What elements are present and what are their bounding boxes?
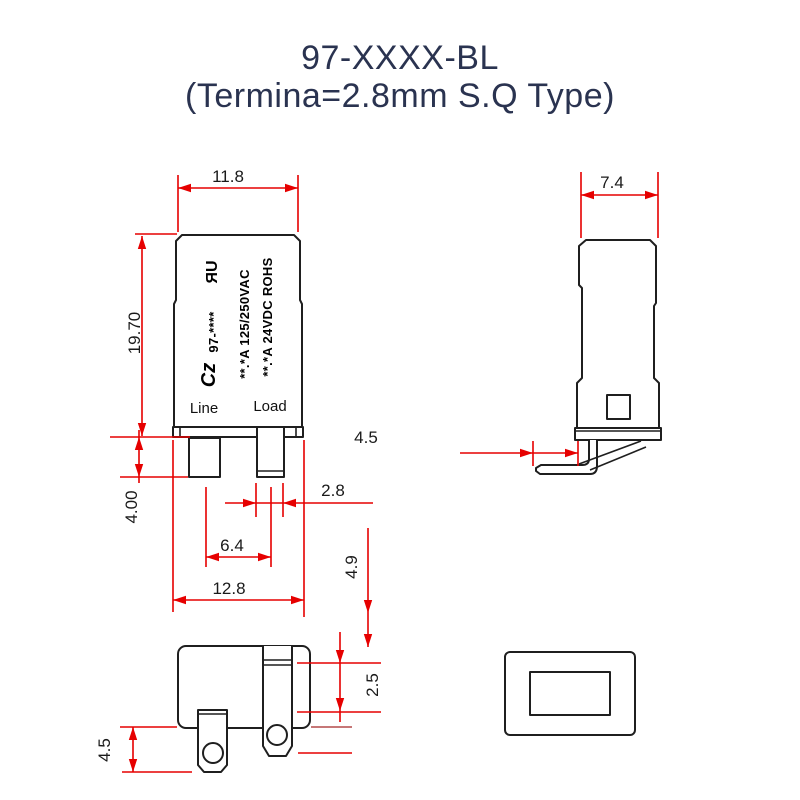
dim-label-hole-offset: 4.9 (342, 555, 361, 579)
dim-bottom-hole-offset-2-5: 2.5 (297, 632, 382, 754)
arrow-icon (363, 634, 373, 647)
arrow-icon (128, 759, 138, 772)
arrow-icon (520, 448, 533, 458)
arrow-icon (335, 650, 345, 663)
cert-logo: Cz (198, 363, 220, 387)
title-line-1: 97-XXXX-BL (301, 39, 499, 77)
front-terminal-load (256, 426, 285, 478)
terminal-label-load: Load (253, 398, 286, 415)
dim-lines (120, 726, 192, 773)
bottom-terminal-load-hole (266, 724, 288, 746)
dim-front-base-width: 12.8 (172, 440, 305, 617)
front-flange-ticks (179, 427, 297, 437)
bottom-terminal-load-cap-lines (263, 659, 292, 666)
dim-label-hole-offset-2-5: 2.5 (363, 673, 382, 697)
dim-bottom-terminal-protrusion: 4.5 (95, 726, 192, 773)
arrow-icon (285, 183, 298, 193)
dim-hole-offset-4-9: 4.9 (342, 528, 373, 647)
bottom-view (177, 645, 311, 773)
marking-rating-dc: **.*A 24VDC ROHS (260, 257, 275, 376)
dim-front-terminal-length: 4.00 (120, 430, 188, 524)
arrow-icon (134, 464, 144, 477)
arrow-icon (128, 727, 138, 740)
dim-label-lead-extension: 4.5 (354, 428, 378, 447)
arrow-icon (173, 595, 186, 605)
arrow-icon (291, 595, 304, 605)
arrow-icon (134, 437, 144, 450)
ul-recognized-logo: ЯU (204, 260, 221, 283)
front-view: ЯU 97-**** Cz **.*A 125/250VAC **.*A 24V… (172, 234, 304, 478)
arrow-icon (283, 498, 296, 508)
top-view-inner-opening (529, 671, 611, 716)
side-body-outline (576, 239, 660, 429)
dim-lines (460, 441, 579, 466)
arrow-icon (335, 698, 345, 711)
marking-part-number: 97-**** (206, 311, 221, 353)
dim-lines (110, 233, 190, 438)
side-bent-lead (535, 440, 598, 475)
title-line-2: (Termina=2.8mm S.Q Type) (185, 77, 615, 115)
dim-label-terminal-protrusion: 4.5 (95, 738, 114, 762)
dim-label-terminal-pitch: 6.4 (220, 536, 244, 555)
arrow-icon (363, 600, 373, 613)
dim-label-body-depth: 7.4 (600, 173, 624, 192)
dim-side-body-depth: 7.4 (580, 172, 659, 238)
dim-lines (177, 175, 299, 232)
dim-lines (297, 632, 381, 754)
dim-label-base-width: 12.8 (212, 579, 245, 598)
dim-front-body-height: 19.70 (110, 233, 190, 438)
arrow-icon (243, 498, 256, 508)
dim-label-terminal-width: 2.8 (321, 481, 345, 500)
dim-front-terminal-width: 2.8 (225, 481, 373, 517)
dim-front-terminal-pitch: 6.4 (205, 487, 272, 567)
side-base-flange (574, 427, 662, 441)
dim-lines (172, 440, 305, 617)
dim-label-body-height: 19.70 (125, 312, 144, 355)
side-mounting-hole (606, 394, 631, 420)
dim-side-lead-extension: 4.5 (354, 428, 579, 466)
dim-lines (225, 483, 373, 517)
arrow-icon (565, 448, 578, 458)
arrow-icon (258, 552, 271, 562)
arrow-icon (137, 236, 147, 249)
side-view (535, 239, 662, 475)
dim-label-terminal-length: 4.00 (122, 490, 141, 523)
arrow-icon (206, 552, 219, 562)
bottom-terminal-line-hole (202, 742, 224, 764)
top-view (504, 651, 636, 736)
drawing-title: 97-XXXX-BL (Termina=2.8mm S.Q Type) (185, 39, 615, 115)
top-view-outer (504, 651, 636, 736)
arrow-icon (178, 183, 191, 193)
side-rear-lead-lines (578, 440, 647, 471)
front-terminal-line (188, 437, 221, 478)
dim-label-body-width: 11.8 (212, 167, 244, 186)
arrow-icon (645, 190, 658, 200)
terminal-label-line: Line (190, 400, 218, 417)
arrow-icon (581, 190, 594, 200)
dim-front-body-width: 11.8 (177, 167, 299, 232)
marking-rating-ac: **.*A 125/250VAC (237, 269, 252, 379)
